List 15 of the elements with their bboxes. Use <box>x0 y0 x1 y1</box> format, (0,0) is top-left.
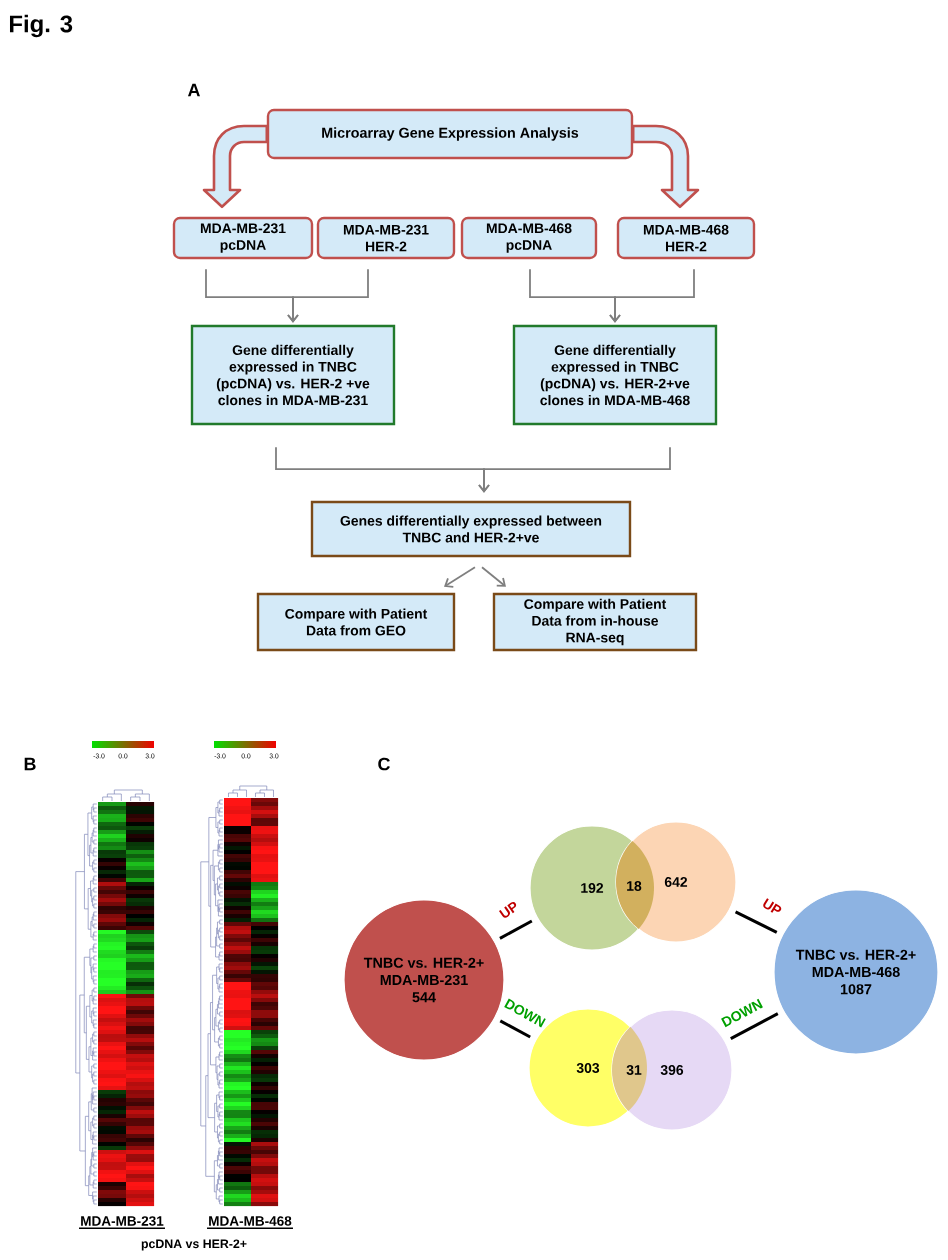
panel-letter: A <box>187 83 200 97</box>
connector-line <box>734 910 778 934</box>
arrow <box>481 566 506 587</box>
arrow <box>444 566 476 588</box>
block-arrow <box>202 124 269 209</box>
arrow <box>478 446 671 493</box>
arrow <box>287 268 369 323</box>
connector-line <box>499 919 533 940</box>
panel-letter: B <box>24 757 36 771</box>
figure-title: Fig. 3 <box>10 14 73 38</box>
connector-line <box>730 1012 779 1040</box>
connector-line <box>499 1019 531 1039</box>
block-arrow <box>631 124 700 209</box>
panel-letter: C <box>378 757 390 771</box>
arrow <box>609 268 695 323</box>
